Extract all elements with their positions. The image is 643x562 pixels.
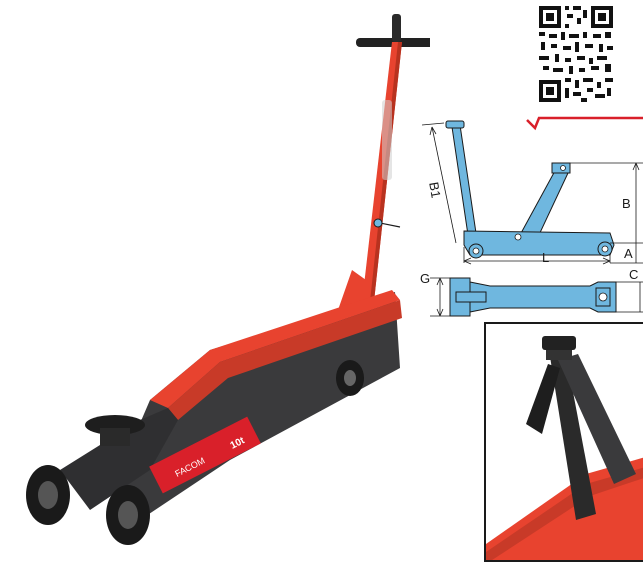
saddle-detail-photo — [484, 322, 643, 562]
dimension-label-l: L — [542, 250, 550, 265]
drawing-top-chassis — [449, 277, 617, 317]
top-view-drawing: G C — [400, 268, 643, 324]
drawing-chassis — [463, 230, 615, 259]
drawing-handle — [373, 120, 477, 236]
front-wheel-right — [106, 485, 150, 545]
side-view-drawing: B1 B L A — [360, 115, 643, 265]
rear-caster-wheel — [336, 360, 364, 396]
dimension-label-c: C — [629, 267, 639, 282]
lift-saddle — [85, 415, 145, 446]
front-wheel — [26, 465, 70, 525]
qr-code — [537, 0, 615, 104]
trolley-jack-photo: FACOM 10t — [26, 14, 430, 545]
dimension-label-g: G — [420, 271, 431, 286]
drawing-lift-arm — [519, 162, 571, 238]
dimension-label-b1: B1 — [426, 180, 444, 200]
dimension-label-a: A — [624, 246, 633, 261]
dimension-label-b: B — [622, 196, 631, 211]
red-accent-line — [526, 116, 643, 131]
jack-top-cover — [150, 290, 400, 408]
